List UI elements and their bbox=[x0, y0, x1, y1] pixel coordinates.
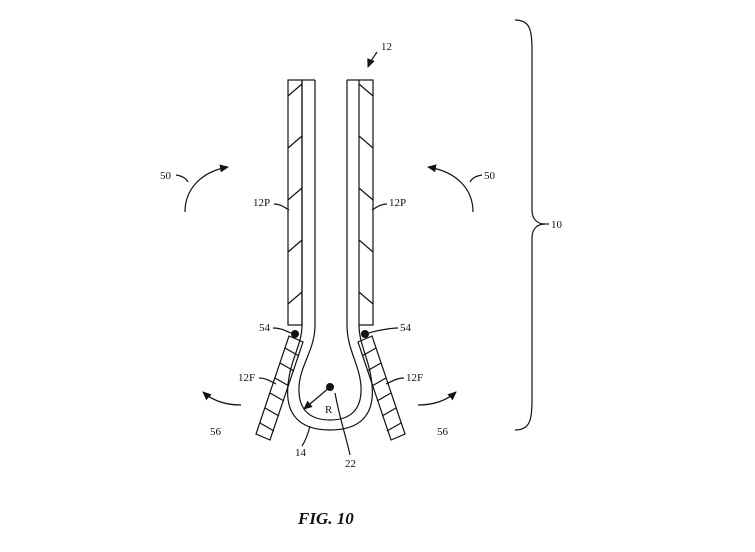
pivot-point-right bbox=[361, 330, 369, 338]
leader-14 bbox=[301, 425, 311, 447]
right-flap bbox=[357, 335, 406, 441]
label-panel-left: 12P bbox=[253, 197, 270, 209]
label-panel-right: 12P bbox=[389, 197, 406, 209]
label-point-left: 54 bbox=[259, 322, 271, 334]
label-outward-left: 56 bbox=[210, 426, 222, 438]
label-flap-right: 12F bbox=[406, 372, 423, 384]
left-flap bbox=[255, 335, 304, 441]
outward-arrow-left bbox=[202, 391, 242, 406]
label-outward-right: 56 bbox=[437, 426, 449, 438]
leader-12p-left bbox=[273, 203, 290, 211]
leader-50-right bbox=[469, 174, 483, 183]
rotation-arrow-left bbox=[184, 164, 229, 213]
label-part: 12 bbox=[381, 41, 392, 53]
leader-54-left bbox=[272, 327, 292, 334]
label-center: 22 bbox=[345, 458, 356, 470]
leader-22 bbox=[334, 392, 351, 456]
label-rotation-left: 50 bbox=[160, 170, 172, 182]
rotation-arrow-right bbox=[427, 164, 474, 213]
part-pointer-arrow bbox=[367, 51, 378, 68]
right-panel-hatching bbox=[358, 83, 374, 305]
leader-50-left bbox=[175, 174, 189, 183]
pivot-point-left bbox=[291, 330, 299, 338]
label-bend: 14 bbox=[295, 447, 307, 459]
assembly-brace bbox=[514, 19, 546, 431]
outward-arrow-right bbox=[417, 391, 457, 406]
label-radius: R bbox=[325, 404, 333, 416]
right-panel bbox=[346, 79, 374, 326]
left-panel bbox=[287, 79, 316, 326]
label-rotation-right: 50 bbox=[484, 170, 496, 182]
leader-12f-left bbox=[258, 377, 277, 385]
leader-54-right bbox=[368, 327, 399, 334]
label-point-right: 54 bbox=[400, 322, 412, 334]
radius-arrow bbox=[303, 386, 331, 410]
left-panel-hatching bbox=[287, 83, 303, 305]
leader-12f-right bbox=[385, 377, 405, 385]
leader-12p-right bbox=[371, 203, 388, 211]
figure-caption: FIG. 10 bbox=[297, 509, 354, 528]
right-flap-hatching bbox=[361, 347, 402, 432]
label-assembly: 10 bbox=[551, 219, 563, 231]
label-flap-left: 12F bbox=[238, 372, 255, 384]
bend-loop bbox=[287, 324, 373, 431]
left-flap-hatching bbox=[259, 347, 300, 432]
